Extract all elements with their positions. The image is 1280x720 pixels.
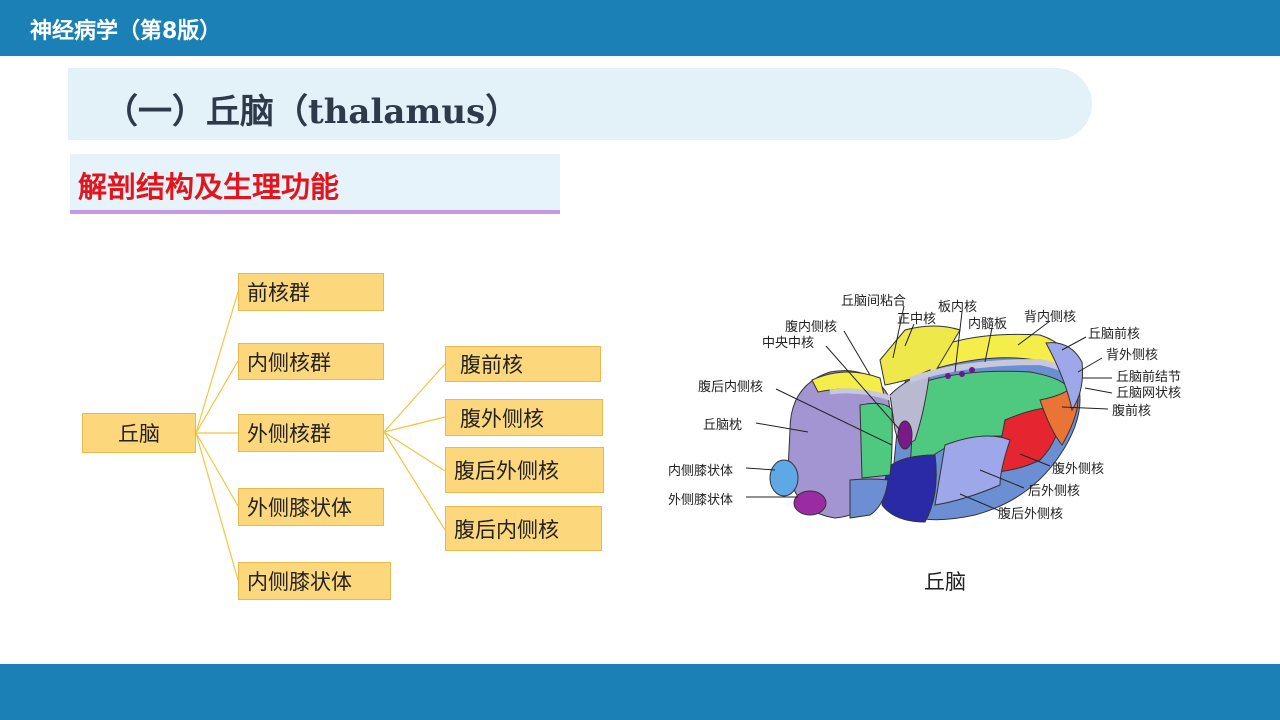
bottom-banner: [0, 664, 1280, 720]
connector-line: [383, 363, 446, 433]
tree-child-ventral-anterior: 腹前核: [445, 346, 601, 382]
connector-line: [195, 291, 239, 434]
connector-line: [383, 416, 446, 433]
label-centromedian-nucleus: 中央中核: [762, 336, 815, 351]
tree-group-lateral-geniculate: 外侧膝状体: [238, 488, 384, 526]
connector-line: [195, 432, 239, 507]
tree-group-lateral: 外侧核群: [238, 414, 384, 452]
label-interthalamic-adhesion: 丘脑间粘合: [841, 294, 907, 309]
label-ventral-lateral: 腹外侧核: [1052, 462, 1105, 477]
tree-child-ventral-lateral: 腹外侧核: [445, 399, 603, 436]
connector-line: [195, 360, 239, 434]
label-median-nucleus: 正中核: [897, 312, 937, 327]
title-band: （一）丘脑（thalamus）: [68, 68, 1092, 140]
label-internal-medullary-lamina: 内髓板: [968, 317, 1008, 332]
tree-child-ventral-posterolateral: 腹后外侧核: [445, 447, 604, 493]
label-ventral-posterolateral: 腹后外侧核: [998, 507, 1064, 522]
connector-line: [383, 431, 446, 472]
label-lateral-geniculate: 外侧膝状体: [668, 493, 734, 508]
tree-group-medial-geniculate: 内侧膝状体: [238, 562, 391, 600]
label-pulvinar: 丘脑枕: [703, 418, 743, 433]
label-anterior-thalamic-nucleus: 丘脑前核: [1088, 327, 1141, 342]
tree-group-anterior: 前核群: [238, 273, 384, 311]
subtitle-band: 解剖结构及生理功能: [70, 154, 560, 214]
label-medial-geniculate: 内侧膝状体: [668, 464, 734, 479]
tree-root-thalamus: 丘脑: [82, 413, 196, 453]
label-dorsolateral-nucleus: 背外侧核: [1106, 348, 1159, 363]
tree-child-ventral-posteromedial: 腹后内侧核: [445, 506, 602, 551]
label-ventral-anterior: 腹前核: [1112, 404, 1152, 419]
label-anterior-tubercle: 丘脑前结节: [1116, 370, 1182, 385]
label-lateral-posterior: 后外侧核: [1028, 484, 1081, 499]
connector-line: [383, 431, 446, 531]
connector-line: [195, 432, 239, 581]
label-dorsomedial-nucleus: 背内侧核: [1024, 310, 1077, 325]
label-ventral-posteromedial: 腹后内侧核: [698, 380, 764, 395]
top-banner: 神经病学（第8版）: [0, 0, 1280, 56]
tree-group-medial: 内侧核群: [238, 343, 384, 380]
slide-subtitle: 解剖结构及生理功能: [78, 170, 340, 204]
slide-title: （一）丘脑（thalamus）: [104, 92, 520, 132]
label-internal-medullary-nuclei: 板内核: [938, 300, 978, 315]
label-ventromedial-nucleus: 腹内侧核: [785, 320, 838, 335]
book-title: 神经病学（第8版）: [30, 19, 222, 44]
label-reticular-nucleus: 丘脑网状核: [1116, 386, 1182, 401]
figure-caption: 丘脑: [924, 570, 966, 594]
